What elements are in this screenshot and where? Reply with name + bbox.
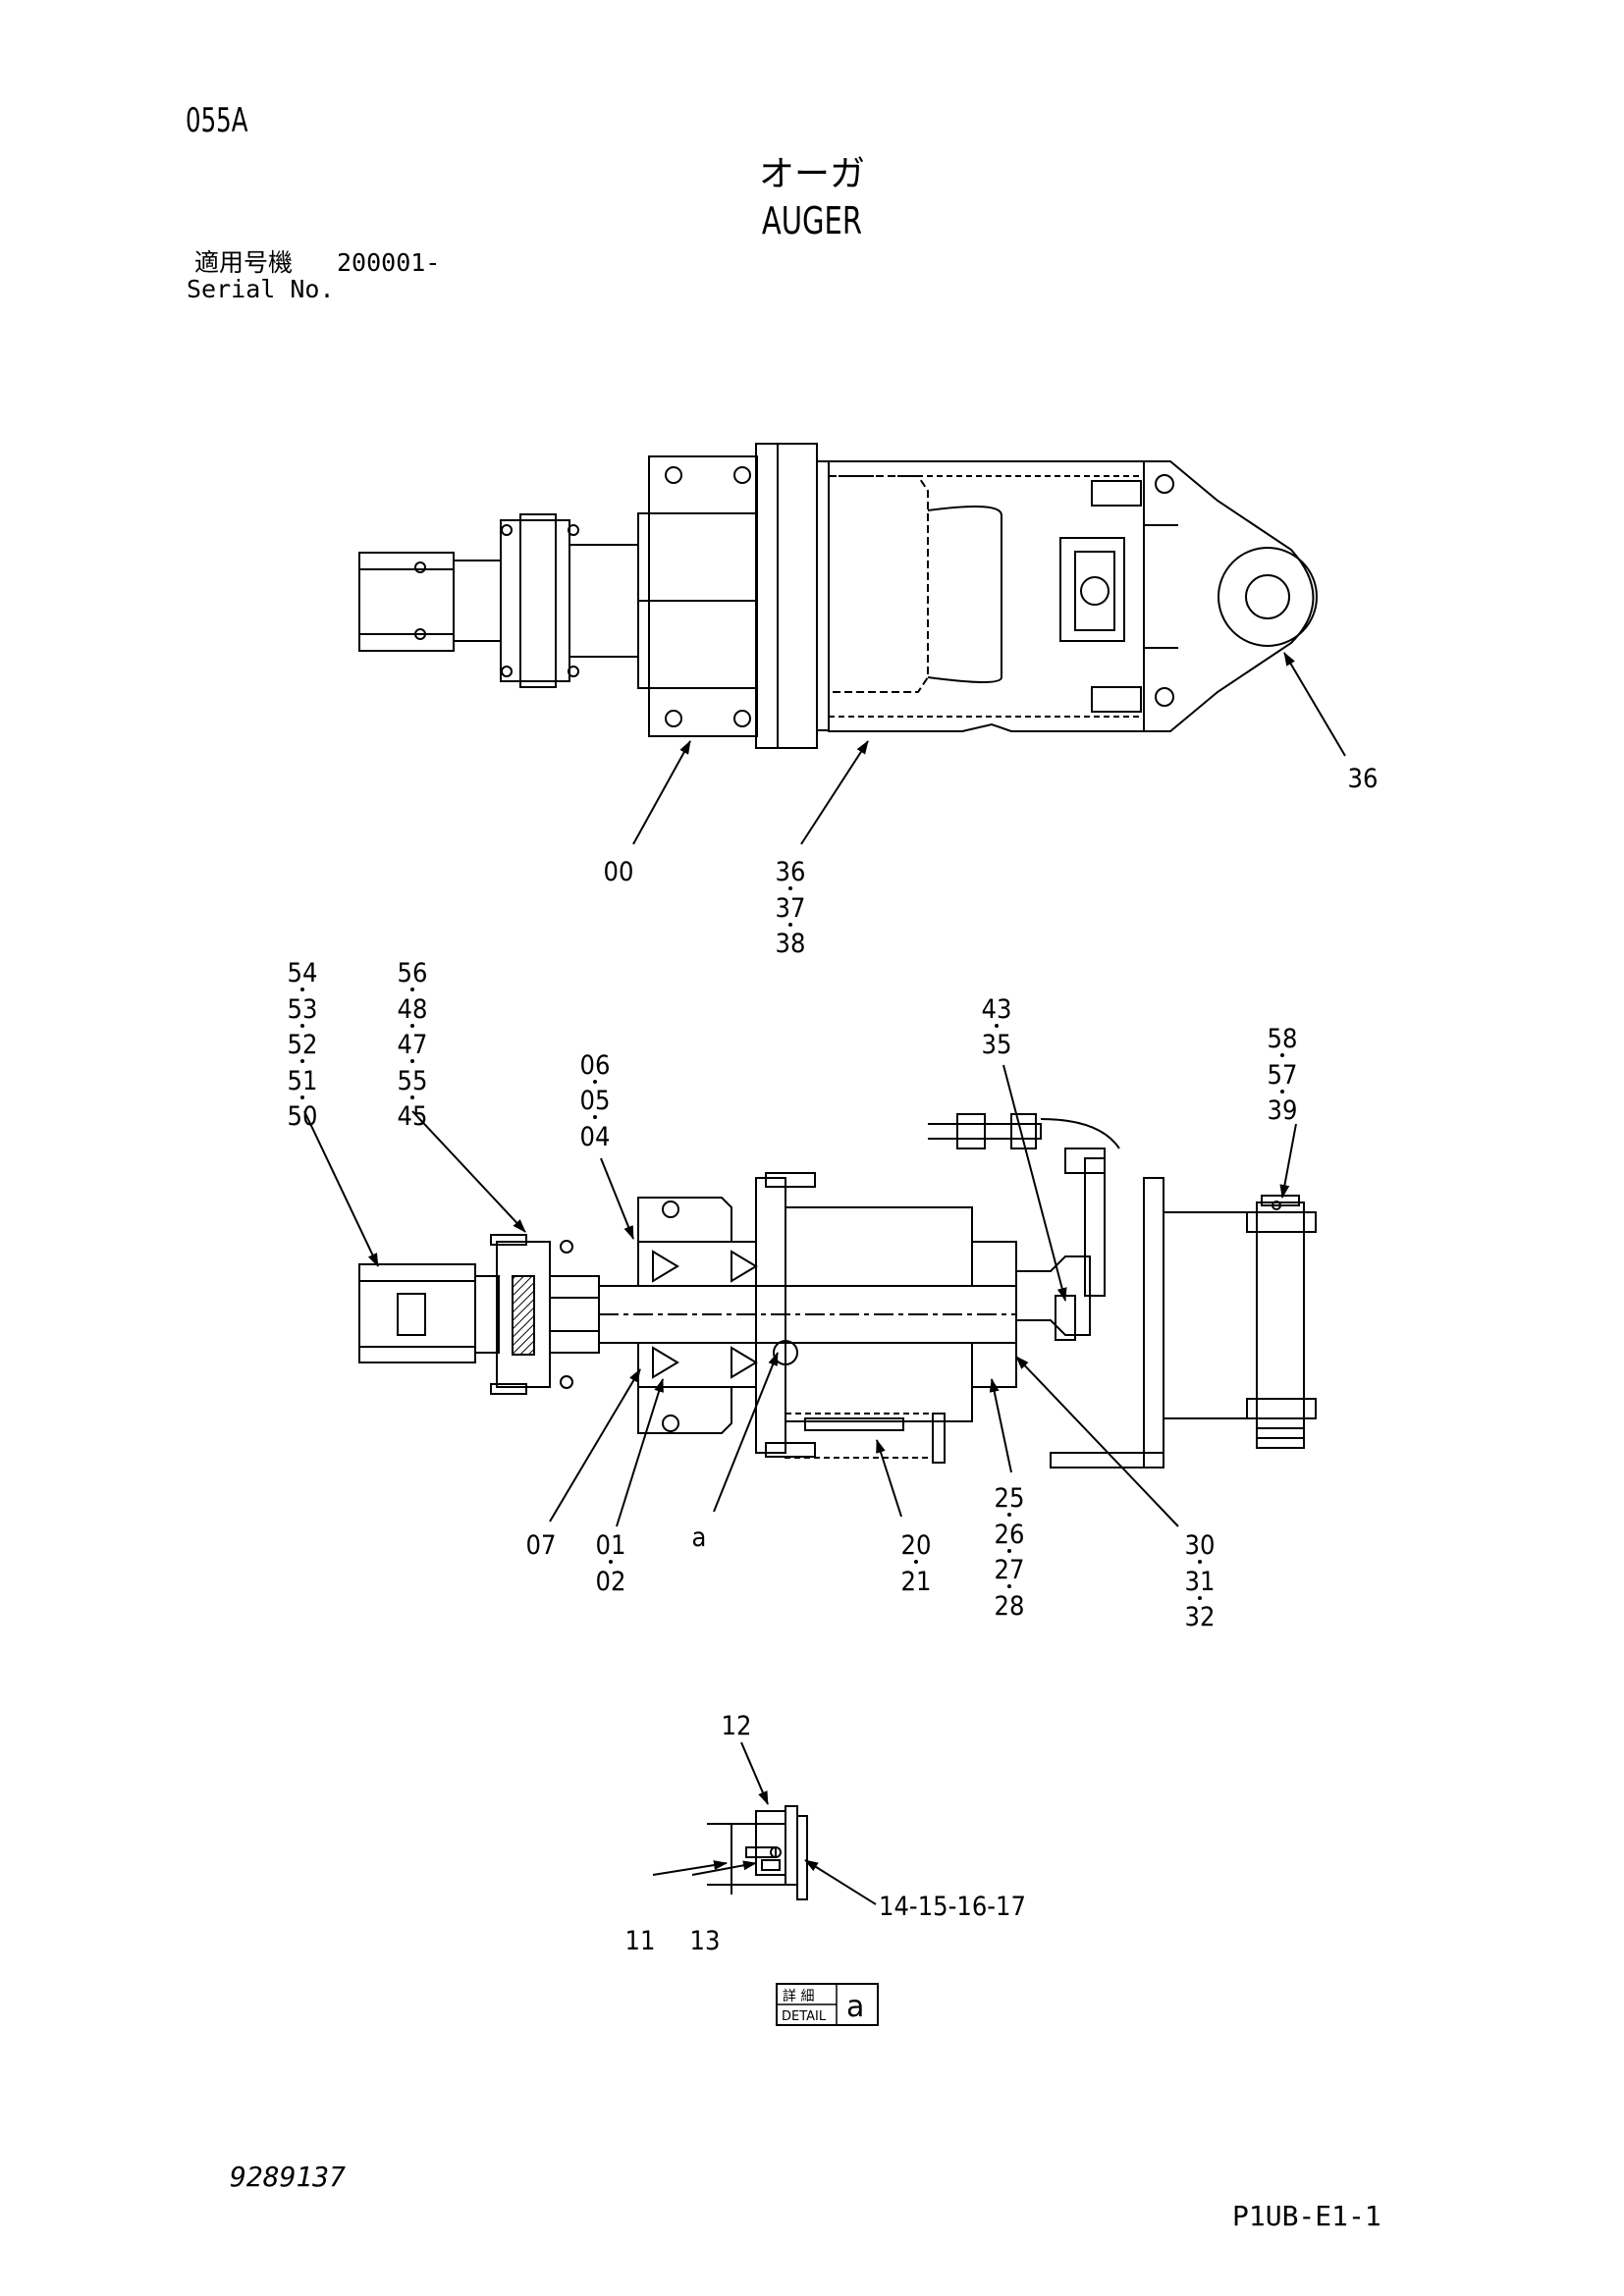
callout-35: 35	[982, 1030, 1012, 1060]
callout-56: 56	[398, 958, 428, 988]
callout-45: 45	[398, 1101, 428, 1132]
page-code: 055A	[186, 101, 248, 140]
callout-36: 36	[776, 857, 806, 887]
callout-28: 28	[995, 1591, 1025, 1622]
callout-21: 21	[901, 1567, 932, 1597]
callout-02: 02	[596, 1567, 626, 1597]
callout-26: 26	[995, 1520, 1025, 1550]
callout-48: 48	[398, 994, 428, 1025]
callout-14-17: 14-15-16-17	[879, 1892, 1026, 1922]
callout-31: 31	[1185, 1567, 1216, 1597]
top-view	[358, 443, 1318, 749]
detail-box-en: DETAIL	[782, 2009, 827, 2024]
callout-00: 00	[604, 857, 634, 887]
callout-52: 52	[288, 1030, 318, 1060]
callout-27: 27	[995, 1555, 1025, 1585]
callout-a: a	[692, 1522, 707, 1553]
serial-label-english: Serial No.	[187, 275, 335, 303]
section-view	[358, 1113, 1317, 1468]
callout-25: 25	[995, 1483, 1025, 1514]
callout-38: 38	[776, 929, 806, 959]
callout-05: 05	[580, 1086, 611, 1116]
callout-36-right: 36	[1348, 764, 1379, 794]
callout-47: 47	[398, 1030, 428, 1060]
callout-51: 51	[288, 1066, 318, 1096]
detail-a-view	[707, 1805, 808, 1900]
detail-box-jp: 詳 細	[783, 1989, 814, 2004]
callout-39: 39	[1268, 1095, 1298, 1126]
stack-separators	[300, 886, 1284, 1600]
serial-label-japanese: 適用号機	[194, 248, 294, 277]
callout-55: 55	[398, 1066, 428, 1096]
callout-11: 11	[625, 1926, 656, 1956]
serial-value: 200001-	[337, 248, 441, 277]
callout-50: 50	[288, 1101, 318, 1132]
callout-01: 01	[596, 1530, 626, 1561]
document-number: 9289137	[230, 2161, 347, 2193]
callout-12: 12	[722, 1711, 752, 1741]
title-japanese: オーガ	[758, 154, 865, 194]
callout-43: 43	[982, 994, 1012, 1025]
callout-53: 53	[288, 994, 318, 1025]
sheet-code: P1UB-E1-1	[1232, 2200, 1381, 2232]
callout-13: 13	[690, 1926, 721, 1956]
callout-58: 58	[1268, 1024, 1298, 1054]
callout-06: 06	[580, 1050, 611, 1081]
detail-box-letter: a	[846, 1990, 864, 2024]
callout-labels: 00 36 36 37 38 54 53 52 51 50 56 48 47 5…	[288, 764, 1379, 1956]
title-english: AUGER	[761, 199, 863, 242]
callout-54: 54	[288, 958, 318, 988]
detail-box: 詳 細 DETAIL a	[776, 1983, 879, 2026]
callout-32: 32	[1185, 1602, 1216, 1632]
callout-20: 20	[901, 1530, 932, 1561]
callout-04: 04	[580, 1122, 611, 1152]
callout-30: 30	[1185, 1530, 1216, 1561]
callout-37: 37	[776, 893, 806, 924]
callout-07: 07	[526, 1530, 557, 1561]
leader-lines	[303, 652, 1346, 1905]
callout-57: 57	[1268, 1060, 1298, 1091]
